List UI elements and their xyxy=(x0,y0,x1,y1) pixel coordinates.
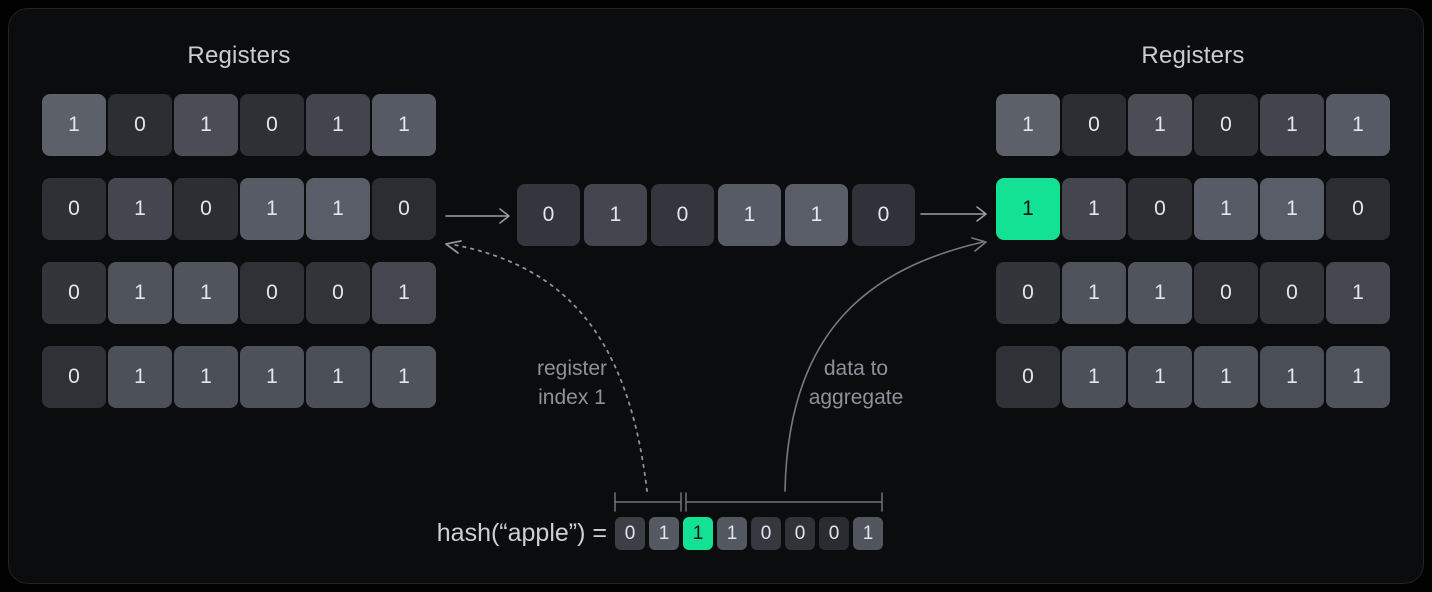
hash-bit-cell: 1 xyxy=(649,517,679,550)
register-index-label-line2: index 1 xyxy=(538,386,606,409)
right-register-cell: 1 xyxy=(996,94,1060,156)
right-register-cell: 1 xyxy=(1326,94,1390,156)
left-register-cell: 1 xyxy=(174,346,238,408)
left-register-cell: 1 xyxy=(108,178,172,240)
register-index-label-line1: register xyxy=(536,357,608,380)
left-register-cell: 1 xyxy=(240,346,304,408)
right-register-cell: 1 xyxy=(996,178,1060,240)
right-register-cell: 0 xyxy=(1062,94,1126,156)
left-register-cell: 1 xyxy=(372,346,436,408)
left-registers-title: Registers xyxy=(187,42,291,69)
right-register-cell: 0 xyxy=(996,346,1060,408)
right-register-cell: 1 xyxy=(1128,346,1192,408)
hash-bit-cell: 0 xyxy=(615,517,645,550)
right-register-cell: 0 xyxy=(1128,178,1192,240)
data-to-aggregate-label-line2: aggregate xyxy=(808,386,904,409)
left-register-cell: 0 xyxy=(42,346,106,408)
extracted-register-cell: 1 xyxy=(718,184,781,246)
extracted-register-cell: 0 xyxy=(651,184,714,246)
left-register-cell: 1 xyxy=(108,262,172,324)
left-register-cell: 1 xyxy=(108,346,172,408)
right-register-cell: 0 xyxy=(1194,262,1258,324)
extracted-register-cell: 1 xyxy=(584,184,647,246)
left-register-cell: 1 xyxy=(174,94,238,156)
left-register-cell: 1 xyxy=(306,346,370,408)
right-register-cell: 1 xyxy=(1194,346,1258,408)
right-register-cell: 1 xyxy=(1128,262,1192,324)
right-register-cell: 0 xyxy=(1260,262,1324,324)
right-registers-title: Registers xyxy=(1141,42,1245,69)
data-to-aggregate-label-line1: data to xyxy=(823,357,889,380)
right-register-cell: 0 xyxy=(1194,94,1258,156)
left-register-cell: 0 xyxy=(42,178,106,240)
hash-bit-cell: 1 xyxy=(683,517,713,550)
left-register-cell: 1 xyxy=(372,262,436,324)
left-register-cell: 0 xyxy=(240,262,304,324)
register-index-label: register index 1 xyxy=(492,354,652,412)
left-register-cell: 1 xyxy=(306,178,370,240)
left-register-cell: 1 xyxy=(372,94,436,156)
hash-expression-label: hash(“apple”) = xyxy=(436,519,607,547)
left-register-cell: 1 xyxy=(174,262,238,324)
hash-bit-cell: 0 xyxy=(819,517,849,550)
right-register-cell: 1 xyxy=(1062,178,1126,240)
left-register-cell: 0 xyxy=(306,262,370,324)
extracted-register-cell: 0 xyxy=(852,184,915,246)
right-register-cell: 1 xyxy=(1326,346,1390,408)
left-register-cell: 0 xyxy=(372,178,436,240)
left-register-cell: 0 xyxy=(174,178,238,240)
left-register-cell: 0 xyxy=(240,94,304,156)
right-register-cell: 1 xyxy=(1062,346,1126,408)
left-register-cell: 1 xyxy=(306,94,370,156)
hash-bit-cell: 1 xyxy=(717,517,747,550)
right-register-cell: 1 xyxy=(1260,346,1324,408)
right-register-cell: 1 xyxy=(1062,262,1126,324)
right-register-cell: 1 xyxy=(1260,94,1324,156)
left-register-cell: 1 xyxy=(240,178,304,240)
extracted-register-cell: 0 xyxy=(517,184,580,246)
hash-bit-cell: 0 xyxy=(751,517,781,550)
hash-bit-cell: 1 xyxy=(853,517,883,550)
data-to-aggregate-label: data to aggregate xyxy=(776,354,936,412)
extracted-register-cell: 1 xyxy=(785,184,848,246)
right-register-cell: 1 xyxy=(1326,262,1390,324)
left-register-cell: 0 xyxy=(42,262,106,324)
right-register-cell: 1 xyxy=(1194,178,1258,240)
right-register-cell: 0 xyxy=(1326,178,1390,240)
right-register-cell: 1 xyxy=(1260,178,1324,240)
left-register-cell: 1 xyxy=(42,94,106,156)
right-register-cell: 1 xyxy=(1128,94,1192,156)
left-register-cell: 0 xyxy=(108,94,172,156)
hash-bit-cell: 0 xyxy=(785,517,815,550)
right-register-cell: 0 xyxy=(996,262,1060,324)
